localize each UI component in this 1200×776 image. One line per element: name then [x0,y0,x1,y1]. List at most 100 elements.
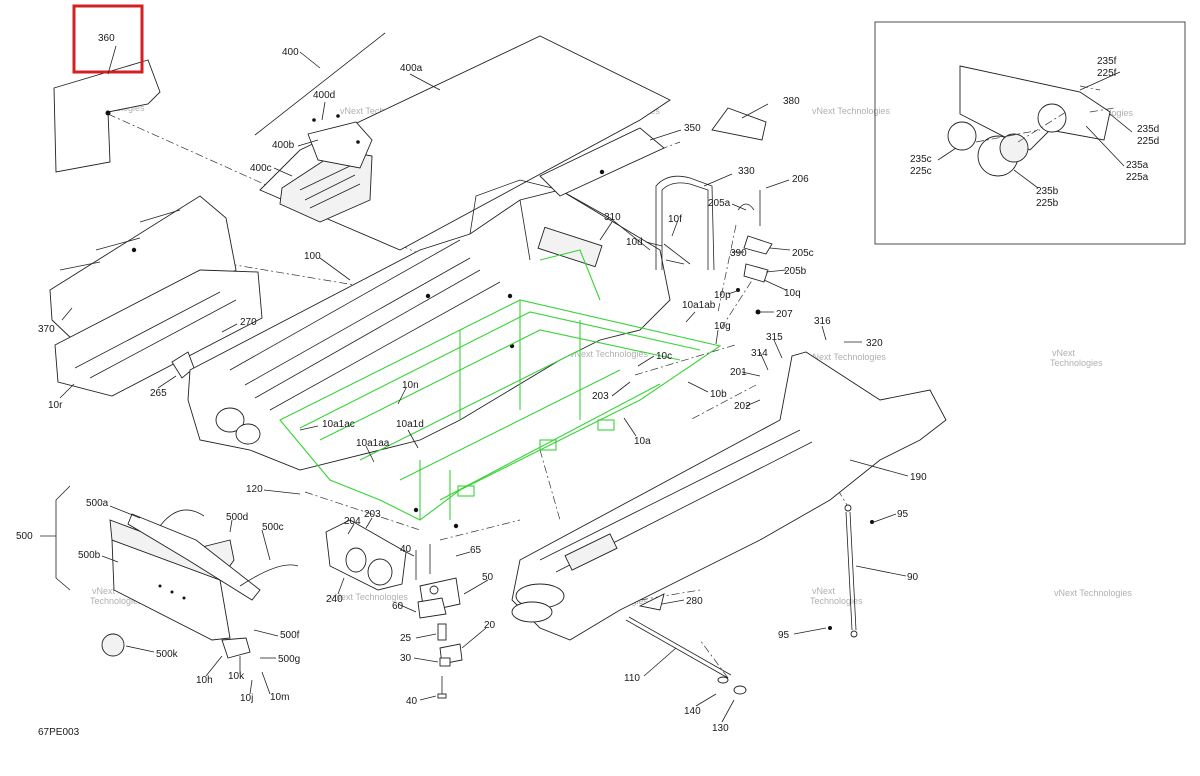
callout-10r[interactable]: 10r [48,400,63,411]
callout-202[interactable]: 202 [734,401,751,412]
callout-110[interactable]: 110 [624,673,640,684]
callout-90[interactable]: 90 [907,572,919,583]
callout-95-upper[interactable]: 95 [897,509,909,520]
callout-225f[interactable]: 225f [1097,68,1117,79]
part-500c-cable[interactable] [159,509,299,587]
callout-10m[interactable]: 10m [270,692,289,703]
callout-400c[interactable]: 400c [250,163,272,174]
callout-270[interactable]: 270 [240,317,257,328]
callout-320[interactable]: 320 [866,338,883,349]
callout-10k[interactable]: 10k [228,671,245,682]
part-30-nut[interactable] [439,657,451,667]
callout-370[interactable]: 370 [38,324,55,335]
callout-20[interactable]: 20 [484,620,496,631]
callout-203-top[interactable]: 203 [592,391,609,402]
callout-390[interactable]: 390 [730,248,747,259]
part-90-strut[interactable] [828,504,874,638]
part-40-bolt-upper[interactable] [415,544,431,580]
callout-225c[interactable]: 225c [910,166,932,177]
callout-10q[interactable]: 10q [784,288,801,299]
callout-500f[interactable]: 500f [280,630,300,641]
part-350-cover[interactable] [539,127,665,197]
callout-225a[interactable]: 225a [1126,172,1149,183]
callout-500d[interactable]: 500d [226,512,248,523]
callout-235c[interactable]: 235c [910,154,932,165]
callout-10j[interactable]: 10j [240,693,253,704]
callout-225d[interactable]: 225d [1137,136,1159,147]
callout-330[interactable]: 330 [738,166,755,177]
callout-10a1ab[interactable]: 10a1ab [682,300,716,311]
callout-204[interactable]: 204 [344,516,361,527]
part-500a-frame[interactable] [127,513,261,601]
callout-316[interactable]: 316 [814,316,831,327]
callout-50[interactable]: 50 [482,572,494,583]
callout-10a[interactable]: 10a [634,436,651,447]
part-10h-connector[interactable] [221,637,251,659]
callout-25[interactable]: 25 [400,633,412,644]
callout-315[interactable]: 315 [766,332,783,343]
part-205-latch-assembly[interactable] [736,190,773,315]
callout-235d[interactable]: 235d [1137,124,1159,135]
callout-130[interactable]: 130 [712,723,729,734]
part-110-rod[interactable] [625,616,747,695]
callout-500c[interactable]: 500c [262,522,284,533]
callout-65[interactable]: 65 [470,545,482,556]
part-400c-panel[interactable] [279,149,373,223]
callout-500k[interactable]: 500k [156,649,179,660]
callout-280[interactable]: 280 [686,596,703,607]
callout-203-bottom[interactable]: 203 [364,509,381,520]
callout-350[interactable]: 350 [684,123,701,134]
part-370-step-plate[interactable] [49,195,237,361]
callout-40-lower[interactable]: 40 [406,696,418,707]
callout-205a[interactable]: 205a [708,198,731,209]
callout-314[interactable]: 314 [751,348,768,359]
callout-120[interactable]: 120 [246,484,263,495]
callout-225b[interactable]: 225b [1036,198,1059,209]
callout-500b[interactable]: 500b [78,550,101,561]
part-60-clamp[interactable] [417,597,447,619]
callout-10g[interactable]: 10g [714,321,731,332]
callout-400a[interactable]: 400a [400,63,423,74]
callout-10a1d[interactable]: 10a1d [396,419,424,430]
callout-140[interactable]: 140 [684,706,701,717]
callout-10b[interactable]: 10b [710,389,727,400]
callout-380[interactable]: 380 [783,96,800,107]
callout-205c[interactable]: 205c [792,248,814,259]
callout-400[interactable]: 400 [282,47,299,58]
callout-400b[interactable]: 400b [272,140,295,151]
part-390-handle[interactable] [655,175,715,271]
callout-400d[interactable]: 400d [313,90,335,101]
callout-95-lower[interactable]: 95 [778,630,790,641]
part-204-bracket[interactable] [325,519,407,591]
callout-500a[interactable]: 500a [86,498,109,509]
callout-60[interactable]: 60 [392,601,404,612]
callout-10p[interactable]: 10p [714,290,731,301]
part-25-spacer[interactable] [437,623,447,641]
part-40-bolt-lower[interactable] [437,676,447,699]
part-280-plate[interactable] [638,593,665,611]
callout-10a1ac[interactable]: 10a1ac [322,419,355,430]
part-100-box-frame[interactable] [187,179,671,471]
callout-10d[interactable]: 10d [626,237,643,248]
part-10a-subframe-green[interactable] [279,249,722,529]
callout-360[interactable]: 360 [98,33,115,44]
callout-10c[interactable]: 10c [656,351,672,362]
callout-207[interactable]: 207 [776,309,793,320]
part-380-latch[interactable] [711,107,767,141]
callout-500g[interactable]: 500g [278,654,300,665]
part-360-flap[interactable] [53,59,161,173]
callout-30[interactable]: 30 [400,653,412,664]
callout-235a[interactable]: 235a [1126,160,1149,171]
part-190-frame-rail[interactable] [511,351,947,641]
callout-10h[interactable]: 10h [196,675,213,686]
callout-310[interactable]: 310 [604,212,621,223]
callout-240[interactable]: 240 [326,594,343,605]
callout-10f[interactable]: 10f [668,214,682,225]
part-10d-pin[interactable] [663,243,691,265]
callout-235b[interactable]: 235b [1036,186,1059,197]
callout-235f[interactable]: 235f [1097,56,1117,67]
callout-265[interactable]: 265 [150,388,167,399]
part-10r-step-bracket[interactable] [54,269,263,397]
callout-190[interactable]: 190 [910,472,927,483]
callout-10a1aa[interactable]: 10a1aa [356,438,390,449]
